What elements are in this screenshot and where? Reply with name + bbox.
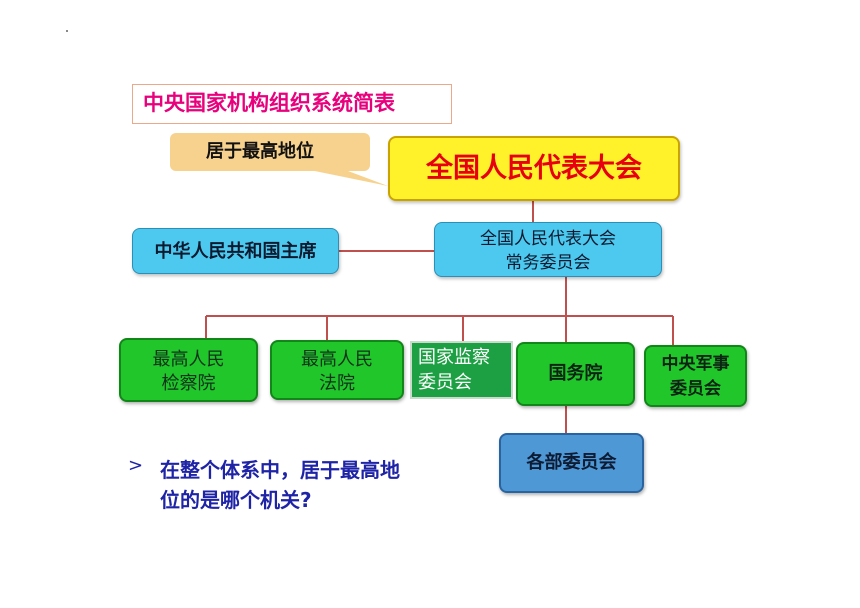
standing-committee-box: 全国人民代表大会 常务委员会: [434, 222, 662, 277]
ministries-box: 各部委员会: [499, 433, 644, 493]
state-council-box: 国务院: [516, 342, 635, 406]
supervisory-line2: 委员会: [418, 372, 472, 393]
question-text: 在整个体系中，居于最高地 位的是哪个机关?: [160, 455, 470, 515]
bullet-arrow-icon: >: [128, 455, 144, 476]
highest-status-callout: 居于最高地位: [170, 133, 370, 171]
decorative-dot: [66, 30, 68, 32]
procuratorate-line1: 最高人民: [152, 349, 225, 370]
question-line1: 在整个体系中，居于最高地: [160, 458, 400, 482]
court-line2: 法院: [319, 373, 355, 394]
standing-committee-line1: 全国人民代表大会: [480, 229, 616, 249]
court-box: 最高人民 法院: [270, 340, 404, 400]
question-line2: 位的是哪个机关?: [160, 488, 312, 512]
diagram-title: 中央国家机构组织系统简表: [132, 84, 452, 124]
military-line2: 委员会: [670, 379, 721, 399]
standing-committee-line2: 常务委员会: [505, 253, 591, 273]
supervisory-commission-box: 国家监察 委员会: [410, 341, 513, 399]
procuratorate-line2: 检察院: [161, 373, 216, 394]
military-commission-box: 中央军事 委员会: [644, 345, 747, 407]
president-box: 中华人民共和国主席: [132, 228, 339, 274]
procuratorate-box: 最高人民 检察院: [119, 338, 258, 402]
npc-box: 全国人民代表大会: [388, 136, 680, 201]
supervisory-line1: 国家监察: [418, 347, 490, 368]
military-line1: 中央军事: [661, 354, 730, 374]
court-line1: 最高人民: [301, 349, 373, 370]
